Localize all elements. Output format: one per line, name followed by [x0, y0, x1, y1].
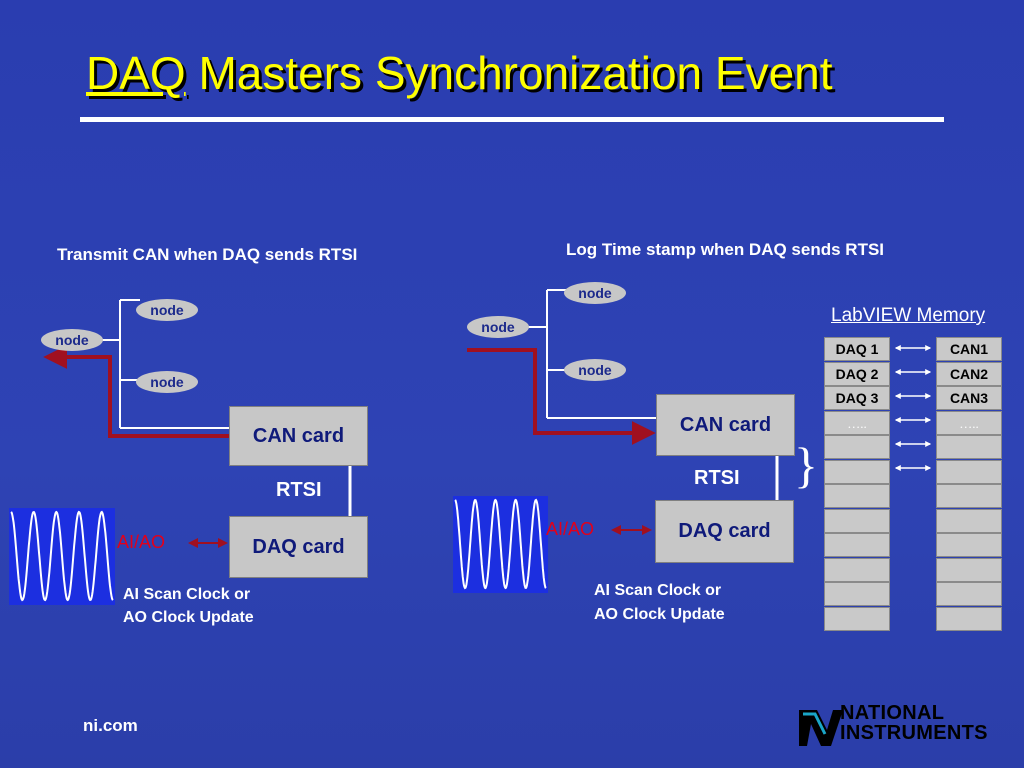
footer-url: ni.com: [83, 716, 138, 735]
daq-empty-cell: [824, 533, 890, 557]
can-empty-cell: [936, 459, 1002, 484]
can-empty-cell: [936, 508, 1002, 533]
left-aiao-label: AI/AO: [117, 532, 166, 552]
right-sine-wave: [454, 498, 547, 590]
left-caption-line2: AO Clock Update: [123, 609, 254, 626]
left-daq-card: DAQ card: [229, 516, 368, 578]
daq-empty-cell: [824, 606, 890, 631]
daq-empty-cell: [824, 508, 890, 533]
right-bus-lines: [527, 289, 657, 419]
daq-cell: DAQ 2: [824, 361, 890, 386]
left-node-top: node: [136, 299, 198, 321]
right-daq-card: DAQ card: [655, 500, 794, 563]
left-heading: Transmit CAN when DAQ sends RTSI: [57, 245, 358, 264]
slide-title: DAQ Masters Synchronization Event: [86, 46, 833, 100]
can-cell: CAN3: [936, 386, 1002, 410]
memory-link-arrows: [894, 345, 932, 471]
daq-empty-cell: [824, 459, 890, 484]
can-empty-cell: [936, 435, 1002, 459]
right-caption-line1: AI Scan Clock or: [594, 582, 722, 599]
daq-empty-cell: [824, 557, 890, 582]
right-rtsi-label: RTSI: [694, 467, 740, 489]
can-cell: CAN1: [936, 337, 1002, 361]
memory-heading: LabVIEW Memory: [831, 305, 986, 326]
right-brace: }: [794, 437, 818, 493]
can-empty-cell: [936, 484, 1002, 508]
right-node-top: node: [564, 282, 626, 304]
left-transmit-arrow: [43, 345, 230, 438]
right-node-main: node: [467, 316, 529, 338]
daq-empty-cell: [824, 484, 890, 508]
title-daq: DAQ: [86, 47, 186, 99]
ni-eagle-icon: [799, 710, 843, 746]
left-sine-wave: [10, 510, 114, 602]
can-cell: CAN2: [936, 361, 1002, 386]
daq-cell: …..: [824, 410, 890, 435]
right-caption-line2: AO Clock Update: [594, 606, 725, 623]
can-empty-cell: [936, 582, 1002, 606]
ni-logo-line1: NATIONAL: [840, 702, 945, 724]
left-node-bottom: node: [136, 371, 198, 393]
can-empty-cell: [936, 533, 1002, 557]
right-aiao-label: AI/AO: [546, 519, 595, 539]
can-cell: …..: [936, 410, 1002, 435]
can-empty-cell: [936, 606, 1002, 631]
ni-logo-text: NATIONAL INSTRUMENTS: [840, 703, 988, 743]
left-node-main: node: [41, 329, 103, 351]
title-rest: Masters Synchronization Event: [185, 47, 833, 99]
daq-cell: DAQ 3: [824, 386, 890, 410]
daq-empty-cell: [824, 582, 890, 606]
daq-cell: DAQ 1: [824, 337, 890, 361]
ni-logo-line2: INSTRUMENTS: [840, 722, 988, 744]
left-rtsi-label: RTSI: [276, 479, 322, 501]
right-heading: Log Time stamp when DAQ sends RTSI: [566, 240, 885, 259]
daq-empty-cell: [824, 435, 890, 459]
left-can-card: CAN card: [229, 406, 368, 466]
left-caption-line1: AI Scan Clock or: [123, 586, 251, 603]
can-empty-cell: [936, 557, 1002, 582]
right-receive-arrow: [467, 348, 656, 445]
title-rule: [80, 117, 944, 122]
right-node-bottom: node: [564, 359, 626, 381]
right-can-card: CAN card: [656, 394, 795, 456]
